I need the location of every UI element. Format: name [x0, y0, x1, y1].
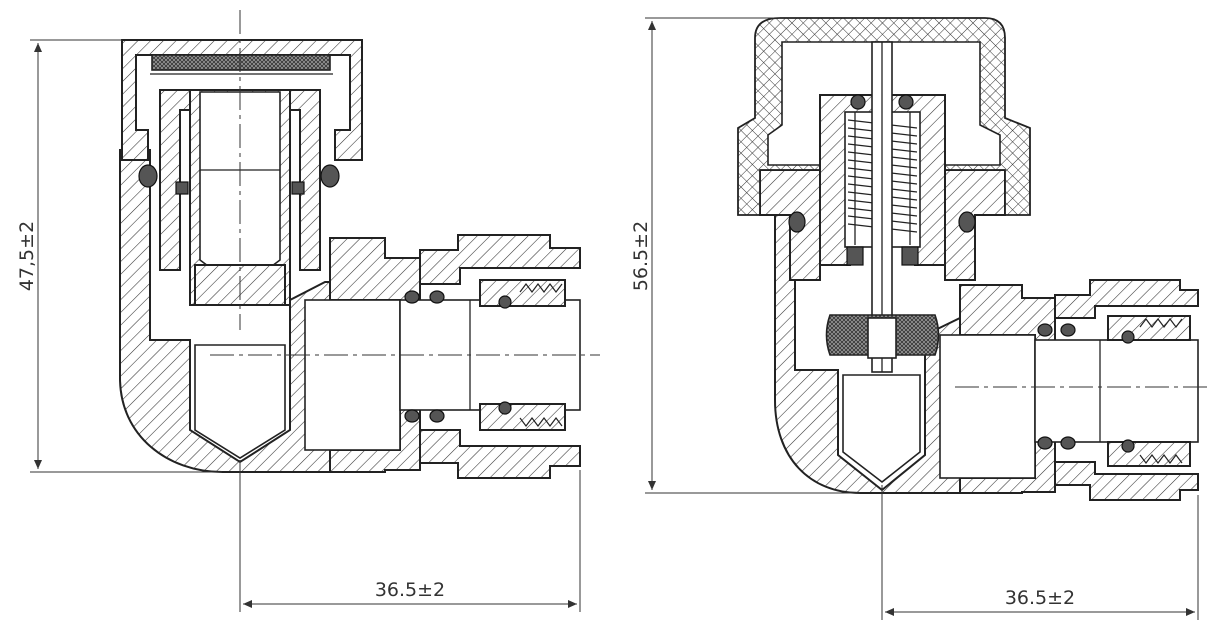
left-olive-ring-2 — [429, 290, 445, 304]
right-grip-ring-bottom — [1107, 441, 1191, 467]
left-grip-ring-bottom — [479, 403, 566, 431]
right-lower-bore — [842, 374, 921, 484]
left-oring-4 — [291, 181, 305, 195]
right-oring-1 — [788, 211, 806, 233]
right-olive-ring-3 — [1037, 436, 1053, 450]
left-top-cap — [121, 39, 363, 161]
left-fitting-view: 47,5±2 36.5±2 — [16, 10, 600, 612]
left-grip-teeth-top — [519, 283, 563, 293]
right-oring-5 — [846, 246, 864, 266]
right-grip-teeth-bottom — [1139, 454, 1183, 464]
right-grip-teeth-top — [1139, 318, 1183, 328]
left-grip-teeth-bottom — [519, 417, 563, 427]
left-oring-2 — [320, 164, 340, 188]
right-oring-6 — [901, 246, 919, 266]
right-height-dimension-label: 56.5±2 — [630, 221, 652, 291]
right-olive-ring-4 — [1060, 436, 1076, 450]
left-cap-seal-disc — [151, 54, 331, 71]
right-fitting-view: 56.5±2 36.5±2 — [630, 17, 1210, 620]
left-olive-ring-3 — [404, 409, 420, 423]
left-lower-bore — [194, 344, 286, 459]
right-olive-ring-1 — [1037, 323, 1053, 337]
left-olive-ring-1 — [404, 290, 420, 304]
right-ball-1 — [1121, 330, 1135, 344]
right-grip-ring-top — [1107, 315, 1191, 341]
left-width-dimension-label: 36.5±2 — [375, 579, 445, 601]
right-oring-4 — [898, 94, 914, 110]
left-grip-ring-top — [479, 279, 566, 307]
right-ball-2 — [1121, 439, 1135, 453]
left-ball-1 — [498, 295, 512, 309]
right-pipe-bore — [1034, 339, 1199, 443]
left-compression-nut — [419, 234, 581, 285]
right-body-flow-cavity — [939, 334, 1036, 479]
left-body-flow-cavity — [304, 299, 401, 451]
right-oring-3 — [850, 94, 866, 110]
left-height-dimension-label: 47,5±2 — [16, 221, 38, 291]
left-valve-insert — [159, 89, 321, 271]
right-olive-ring-2 — [1060, 323, 1076, 337]
right-oring-2 — [958, 211, 976, 233]
right-compression-nut-bottom — [1054, 461, 1199, 501]
left-ball-2 — [498, 401, 512, 415]
left-oring-1 — [138, 164, 158, 188]
left-compression-nut-bottom — [419, 429, 581, 479]
left-oring-3 — [175, 181, 189, 195]
right-width-dimension-label: 36.5±2 — [1005, 587, 1075, 609]
left-olive-ring-4 — [429, 409, 445, 423]
right-compression-nut — [1054, 279, 1199, 319]
right-disc-nut — [867, 317, 897, 359]
